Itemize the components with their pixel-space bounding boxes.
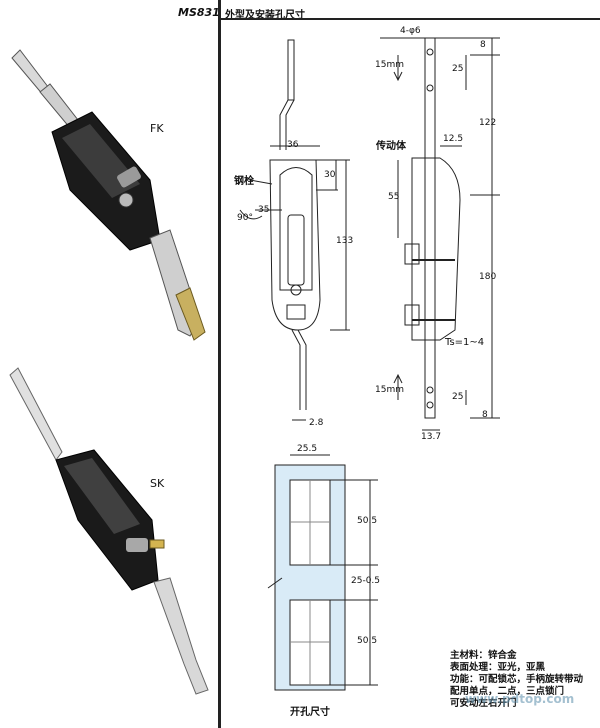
dim-cutout-hole1: 50.5 — [357, 516, 378, 526]
vertical-divider — [218, 0, 221, 728]
dim-bar-thickness: 2.8 — [309, 418, 324, 428]
dim-rod-width: 12.5 — [443, 134, 464, 144]
dim-top-inset: 30 — [324, 170, 336, 180]
product-photo-fk — [11, 49, 206, 341]
side-view-drawing — [380, 37, 500, 431]
dim-bottom-end: 8 — [482, 410, 488, 420]
dim-cutout-hole2: 50.5 — [357, 636, 378, 646]
dim-rotation: 90° — [237, 213, 253, 223]
note-door-side: 可安动左右开门 — [450, 698, 517, 709]
note-finish: 表面处理：亚光，亚黑 — [450, 662, 546, 673]
cutout-title: 开孔尺寸 — [290, 707, 330, 718]
dim-holes: 4-φ6 — [400, 26, 421, 36]
dim-top-end: 8 — [480, 40, 486, 50]
product-photo-sk — [9, 367, 209, 695]
cutout-drawing — [267, 454, 378, 691]
dim-body-lower: 180 — [479, 272, 497, 282]
dim-cutout-gap: 25-0.5 — [351, 576, 381, 586]
dim-handle-width: 35 — [258, 205, 270, 215]
label-pin: 钢栓 — [234, 176, 254, 187]
watermark: www.pdtop.com — [465, 692, 575, 706]
note-lock-points: 配用单点，二点，三点锁门 — [450, 686, 565, 697]
dim-base-width: 13.7 — [421, 432, 442, 442]
dim-width-top: 36 — [287, 140, 299, 150]
note-function: 功能：可配锁芯，手柄旋转带动 — [450, 674, 584, 685]
dim-body-height: 133 — [336, 236, 354, 246]
dim-bottom-slot: 25 — [452, 392, 464, 402]
label-stroke-top: 15mm — [375, 60, 404, 70]
dim-overall-upper: 122 — [479, 118, 497, 128]
dim-body-upper: 55 — [388, 192, 400, 202]
product-label-sk: SK — [150, 477, 165, 490]
front-view-drawing — [239, 39, 350, 421]
label-thickness: Ts=1~4 — [445, 337, 485, 348]
label-stroke-bottom: 15mm — [375, 385, 404, 395]
product-label-fk: FK — [150, 122, 164, 135]
drawing-subtitle: 外型及安装孔尺寸 — [225, 10, 305, 21]
label-drive-body: 传动体 — [376, 141, 406, 152]
dim-top-slot: 25 — [452, 64, 464, 74]
model-number: MS831 — [178, 6, 220, 19]
header-rule — [221, 18, 600, 20]
dim-cutout-width: 25.5 — [297, 444, 318, 454]
note-material: 主材料：锌合金 — [450, 650, 517, 661]
spec-notes: 主材料：锌合金 表面处理：亚光，亚黑 功能：可配锁芯，手柄旋转带动 配用单点，二… — [450, 650, 583, 710]
